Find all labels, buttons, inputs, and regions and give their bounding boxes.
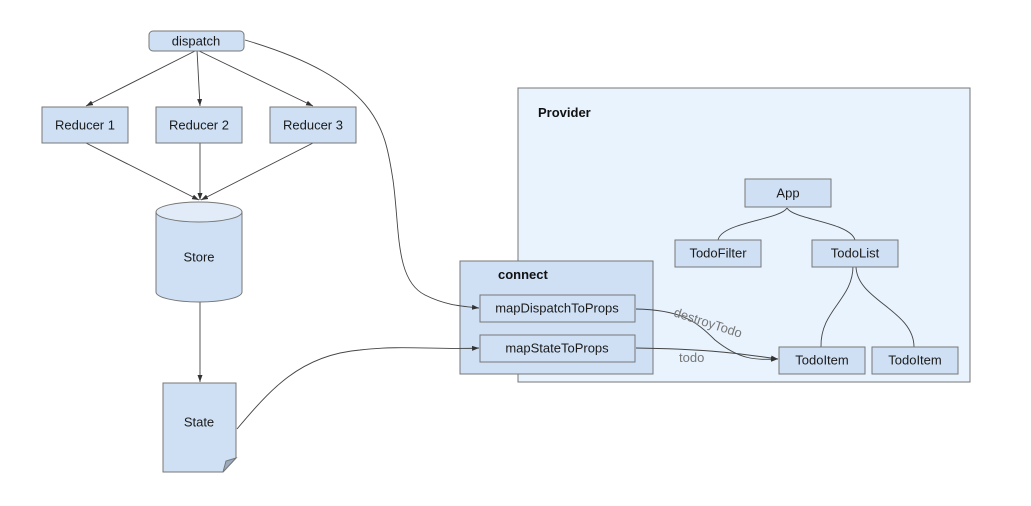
reducer-2-label: Reducer 2 [169, 117, 229, 132]
todo-item-2-label: TodoItem [888, 352, 941, 367]
map-dispatch-to-props-label: mapDispatchToProps [495, 300, 619, 315]
edge-todolist-todoitem1 [820, 265, 854, 348]
edge-app-todofilter [717, 207, 788, 241]
store-label: Store [183, 249, 214, 264]
edges [85, 39, 915, 430]
edge-label-todo: todo [679, 350, 704, 365]
todo-item-node-2: TodoItem [871, 346, 959, 375]
store-node: Store [155, 201, 243, 303]
reducer-1-label: Reducer 1 [55, 117, 115, 132]
dispatch-label: dispatch [172, 33, 220, 48]
edge-reducer1-store [85, 142, 200, 201]
map-state-to-props-node: mapStateToProps [479, 334, 636, 363]
reducer-2-node: Reducer 2 [155, 106, 243, 144]
todo-filter-node: TodoFilter [674, 239, 762, 268]
edge-dispatch-reducer2 [196, 49, 203, 107]
edge-mapstate-todoitem [635, 347, 779, 361]
todo-item-node-1: TodoItem [778, 346, 866, 375]
edge-todolist-todoitem2 [855, 265, 915, 348]
todo-list-node: TodoList [811, 239, 899, 268]
reducer-1-node: Reducer 1 [41, 106, 129, 144]
edge-dispatch-mapdispatch [244, 39, 480, 310]
state-label: State [184, 414, 214, 429]
provider-label: Provider [538, 105, 591, 120]
todo-list-label: TodoList [831, 245, 880, 260]
map-dispatch-to-props-node: mapDispatchToProps [479, 294, 636, 323]
reducer-3-node: Reducer 3 [269, 106, 357, 144]
edge-dispatch-reducer1 [85, 49, 198, 107]
edge-dispatch-reducer3 [196, 49, 314, 107]
todo-filter-label: TodoFilter [689, 245, 747, 260]
connect-label: connect [498, 267, 549, 282]
edge-app-todolist [786, 207, 856, 241]
dispatch-node: dispatch [148, 30, 245, 52]
reducer-3-label: Reducer 3 [283, 117, 343, 132]
app-label: App [776, 185, 799, 200]
app-node: App [744, 178, 832, 208]
edge-reducer3-store [200, 142, 314, 201]
state-node: State [162, 382, 238, 473]
todo-item-1-label: TodoItem [795, 352, 848, 367]
map-state-to-props-label: mapStateToProps [505, 340, 609, 355]
edge-state-mapstate [236, 345, 480, 430]
edge-mapdispatch-todoitem [635, 308, 779, 362]
